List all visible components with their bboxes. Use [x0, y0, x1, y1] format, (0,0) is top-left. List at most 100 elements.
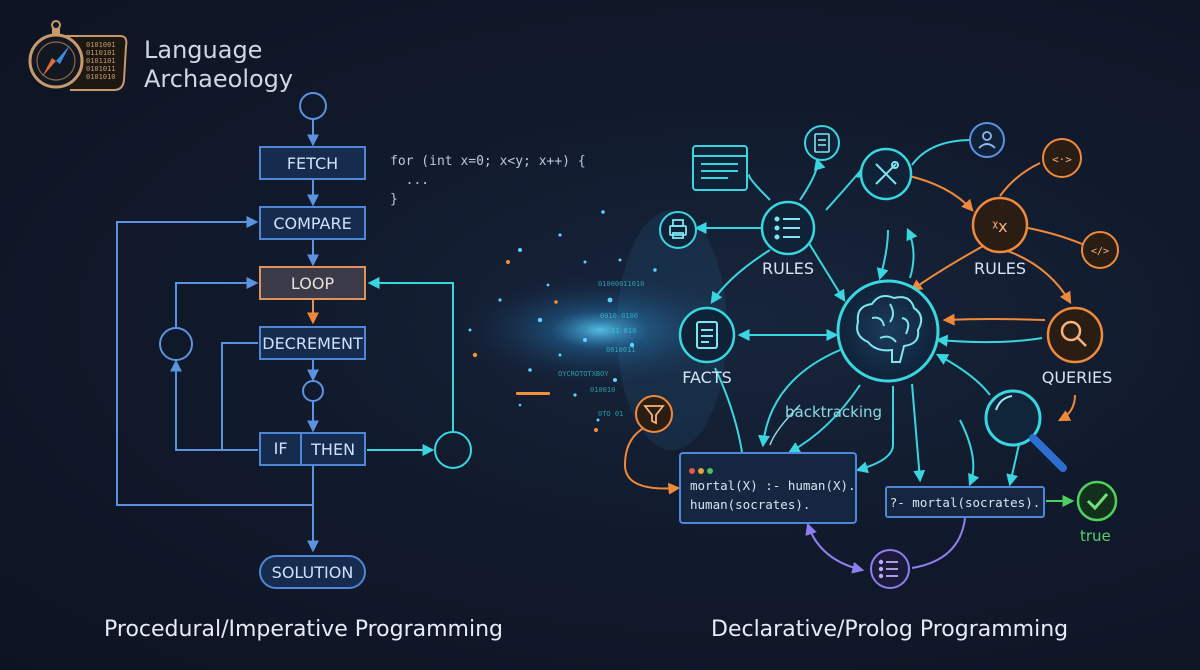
- search-icon: [1060, 320, 1087, 347]
- check-icon: [1086, 493, 1109, 511]
- link-arrow: [710, 249, 771, 304]
- link-arrow: [623, 424, 681, 495]
- return-arrow: [367, 277, 454, 432]
- loop-arrow: [175, 277, 259, 328]
- check-node: [1076, 480, 1118, 522]
- link-arrow: [935, 334, 1043, 347]
- prolog-query-box: ?- mortal(socrates).: [885, 486, 1045, 518]
- facts-label: FACTS: [682, 368, 732, 387]
- link-arrow: [911, 383, 926, 483]
- queries-label: QUERIES: [1041, 368, 1113, 387]
- window-controls: [689, 459, 716, 478]
- window-dot: [689, 468, 695, 474]
- particles: [468, 210, 657, 422]
- feedback-loop-arrow: [116, 216, 313, 506]
- code-icon: <·>: [1052, 153, 1072, 166]
- link-line: [999, 162, 1041, 197]
- binary-line: 0101101: [86, 57, 116, 65]
- code-icon: </>: [1091, 246, 1109, 257]
- filter-node: [635, 395, 673, 433]
- link-arrow: [1057, 394, 1076, 422]
- declarative-title: Declarative/Prolog Programming: [711, 617, 1069, 642]
- document-icon: [696, 321, 718, 349]
- link-arrow: [904, 174, 974, 212]
- link-arrow: [935, 353, 991, 396]
- backtracking-label: backtracking: [785, 403, 883, 421]
- link-arrow: [855, 386, 894, 474]
- code-top-node: [1042, 138, 1082, 178]
- link-arrow: [806, 239, 846, 303]
- backtrack-line: [769, 404, 801, 446]
- doc-top-node: [804, 125, 840, 161]
- brand-line-1: Language: [144, 36, 263, 64]
- browser-window-icon: [692, 145, 748, 191]
- fetch-step: FETCH: [259, 146, 366, 180]
- orange-links: [623, 162, 1083, 495]
- link-line: [911, 139, 973, 166]
- link-arrow: [1004, 249, 1072, 305]
- binary-line: 0101010: [86, 73, 116, 81]
- procedural-title: Procedural/Imperative Programming: [104, 617, 503, 642]
- brand-line-2: Archaeology: [144, 65, 294, 93]
- loop-step: LOOP: [259, 266, 366, 300]
- then-node: [434, 431, 472, 469]
- binary-line: 0101011: [86, 65, 116, 73]
- cyan-links: [694, 139, 1043, 487]
- prolog-program-window: mortal(X) :- human(X). human(socrates).: [679, 452, 857, 524]
- procedural-flowchart: [116, 92, 472, 553]
- loop-code-snippet: for (int x=0; x<y; x++) { ... }: [390, 154, 586, 207]
- svg-text:OYCROTOTXBOY: OYCROTOTXBOY: [558, 370, 609, 378]
- brand-title: Language Archaeology: [144, 36, 293, 94]
- particles-orange: [472, 260, 598, 432]
- tools-icon: [875, 161, 899, 185]
- user-icon: [978, 131, 996, 149]
- svg-text:0010011: 0010011: [606, 346, 636, 354]
- start-node: [299, 92, 327, 120]
- decrement-step: DECREMENT: [259, 326, 366, 360]
- filter-icon: [643, 405, 665, 425]
- window-dot: [698, 468, 704, 474]
- list-icon: [774, 216, 800, 240]
- svg-text:0TO 01: 0TO 01: [598, 410, 623, 418]
- solution-step: SOLUTION: [259, 555, 366, 589]
- rules-left-label: RULES: [761, 259, 814, 278]
- window-dot: [707, 468, 713, 474]
- printer-icon: [669, 219, 687, 239]
- loop-node: [159, 327, 193, 361]
- rules-right-label: RULES: [973, 259, 1026, 278]
- declarative-network: ᵡx <·> </>: [623, 122, 1119, 589]
- query-result: true: [1080, 527, 1111, 545]
- queries-node: [1046, 306, 1104, 364]
- prolog-program-code: mortal(X) :- human(X). human(socrates).: [690, 478, 856, 512]
- link-arrow: [959, 419, 980, 487]
- compare-step: COMPARE: [259, 206, 366, 240]
- globe-glow: [617, 210, 727, 450]
- compass-scroll-icon: 0101001 0110101 0101101 0101011 0101010: [28, 20, 128, 91]
- loop-line: [221, 342, 258, 450]
- svg-text:01000011010: 01000011010: [598, 280, 644, 288]
- binary-line: 0101001: [86, 41, 116, 49]
- svg-text:0010 0100: 0010 0100: [600, 312, 638, 320]
- svg-text:010010: 010010: [590, 386, 615, 394]
- svg-text:11 010: 11 010: [611, 327, 636, 335]
- list-icon: [878, 559, 898, 579]
- energy-burst: [460, 275, 740, 385]
- link-line: [748, 174, 771, 201]
- junction-node: [302, 380, 324, 402]
- link-arrow: [799, 157, 826, 201]
- link-line: [911, 517, 966, 569]
- binary-line: 0110101: [86, 49, 116, 57]
- document-icon: [814, 133, 830, 153]
- then-label: THEN: [311, 439, 356, 459]
- link-arrow: [825, 165, 868, 211]
- code-right-node: [1081, 231, 1119, 269]
- link-arrow: [906, 227, 918, 279]
- if-label: IF: [261, 434, 303, 464]
- loop-arrow: [170, 359, 258, 451]
- magnifier-icon: [984, 389, 1067, 472]
- link-line: [1027, 227, 1083, 245]
- rules-right-node: [971, 196, 1029, 254]
